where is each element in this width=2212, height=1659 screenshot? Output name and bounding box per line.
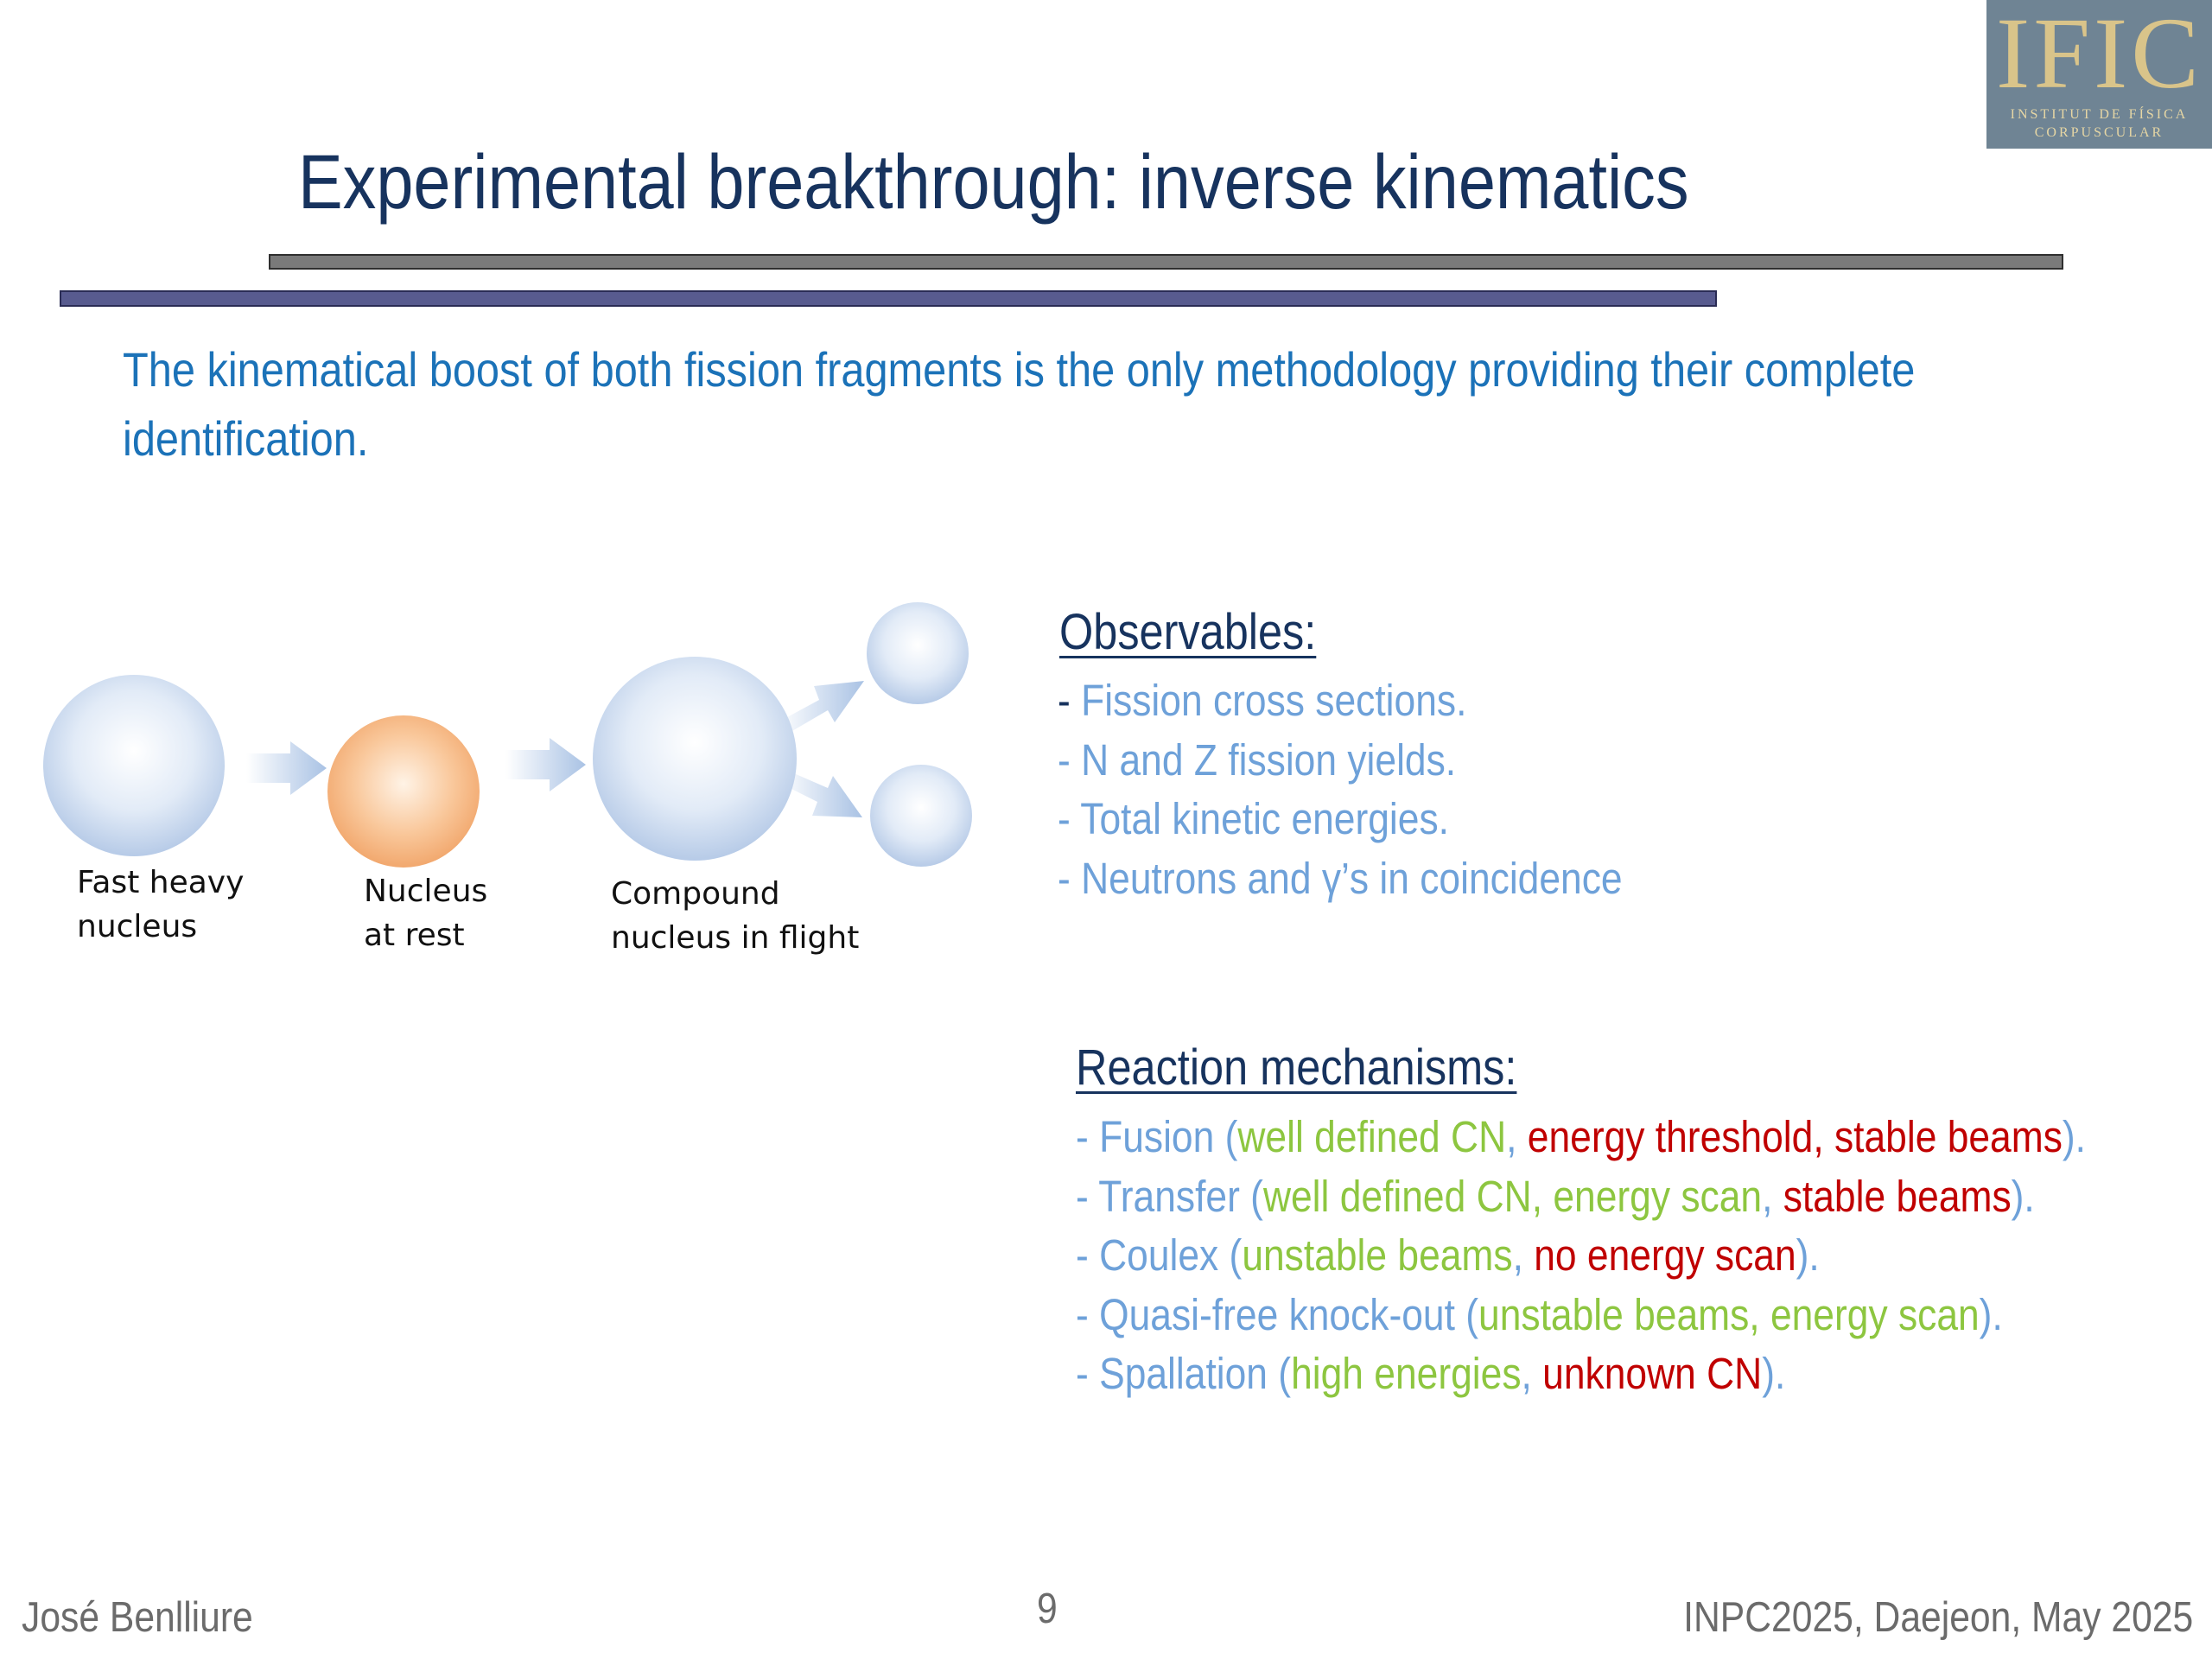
observables-heading: Observables: [1059, 604, 1317, 660]
observable-item: - Total kinetic energies. [1058, 790, 1623, 849]
mechanism-item: - Transfer (well defined CN, energy scan… [1076, 1167, 2086, 1227]
fission-fragment-upper [867, 602, 969, 704]
caption-line: nucleus in flight [611, 920, 860, 956]
mechanism-item-text: well defined CN, energy scan [1262, 1171, 1763, 1221]
caption-line: nucleus [77, 909, 198, 944]
mechanism-item-text: - Spallation ( [1076, 1349, 1292, 1398]
mechanism-item: - Coulex (unstable beams, no energy scan… [1076, 1226, 2086, 1286]
mechanism-item: - Quasi-free knock-out (unstable beams, … [1076, 1286, 2086, 1345]
observable-item: - Neutrons and γ’s in coincidence [1058, 849, 1623, 909]
fast-heavy-nucleus [43, 675, 225, 856]
footer-author: José Benlliure [22, 1594, 253, 1641]
mechanism-item-text: ). [1979, 1289, 2003, 1339]
caption-nucleus-at-rest: Nucleus at rest [364, 869, 487, 957]
mechanism-item-text: high energies [1291, 1349, 1522, 1398]
observables-list: - Fission cross sections.- N and Z fissi… [1058, 671, 1623, 908]
observable-item: - N and Z fission yields. [1058, 731, 1623, 791]
compound-nucleus [593, 657, 797, 861]
mechanism-item-text: ). [1762, 1349, 1786, 1398]
arrow-to-compound [505, 738, 586, 791]
observable-item-text: Fission cross sections. [1081, 676, 1467, 725]
logo-wordmark: IFIC [1996, 0, 2202, 110]
mechanism-item-text: , [1512, 1230, 1535, 1280]
mechanism-item: - Fusion (well defined CN, energy thresh… [1076, 1108, 2086, 1167]
mechanism-item-text: energy threshold, stable beams [1527, 1112, 2063, 1161]
mechanism-item-text: , [1506, 1112, 1528, 1161]
arrow-to-fragment-upper [778, 681, 864, 734]
observable-item: - Fission cross sections. [1058, 671, 1623, 731]
logo-subtitle-line2: CORPUSCULAR [2034, 125, 2164, 140]
mechanism-item-text: unknown CN [1542, 1349, 1763, 1398]
mechanism-item-text: - Quasi-free knock-out ( [1076, 1289, 1479, 1339]
mechanisms-heading: Reaction mechanisms: [1076, 1039, 1517, 1096]
observable-item-text: - Total kinetic energies. [1058, 794, 1449, 843]
nucleus-at-rest [327, 715, 480, 868]
observable-item-text: - N and Z fission yields. [1058, 734, 1457, 785]
arrow-to-fragment-lower [779, 771, 862, 817]
mechanism-item-text: ). [2011, 1171, 2035, 1221]
mechanism-item-text: - Coulex ( [1076, 1230, 1243, 1280]
inverse-kinematics-diagram [43, 602, 972, 868]
arrow-to-target [246, 741, 327, 795]
caption-line: Fast heavy [77, 865, 245, 900]
mechanism-item-text: , [1762, 1171, 1783, 1221]
mechanism-item-text: unstable beams, energy scan [1478, 1289, 1980, 1339]
caption-line: Nucleus [364, 874, 488, 909]
title-divider-grey [269, 254, 2063, 270]
mechanisms-list: - Fusion (well defined CN, energy thresh… [1076, 1108, 2086, 1404]
mechanism-item-text: no energy scan [1534, 1230, 1796, 1280]
slide-title: Experimental breakthrough: inverse kinem… [298, 138, 1689, 225]
caption-fast-heavy-nucleus: Fast heavy nucleus [77, 861, 244, 949]
ific-logo: IFIC INSTITUT DE FÍSICA CORPUSCULAR [1986, 0, 2212, 149]
mechanism-item-text: ). [2062, 1112, 2086, 1161]
title-divider-blue [60, 290, 1717, 307]
mechanism-item-text: stable beams [1783, 1171, 2012, 1221]
caption-line: at rest [364, 918, 465, 953]
mechanism-item-text: - Transfer ( [1076, 1171, 1263, 1221]
mechanism-item-text: , [1521, 1349, 1543, 1398]
logo-subtitle-line1: INSTITUT DE FÍSICA [2010, 107, 2189, 122]
footer-event: INPC2025, Daejeon, May 2025 [1682, 1594, 2193, 1641]
observable-item-text: - Neutrons and γ’s in coincidence [1058, 853, 1623, 903]
page-number: 9 [1037, 1586, 1058, 1632]
fission-fragment-lower [870, 765, 972, 867]
mechanism-item-text: ). [1796, 1230, 1820, 1280]
caption-compound-nucleus: Compound nucleus in flight [611, 872, 859, 960]
observable-item-text: - [1058, 676, 1082, 725]
intro-text: The kinematical boost of both fission fr… [123, 342, 1916, 466]
mechanism-item: - Spallation (high energies, unknown CN)… [1076, 1344, 2086, 1404]
mechanism-item-text: unstable beams [1242, 1230, 1513, 1280]
caption-line: Compound [611, 876, 780, 912]
mechanism-item-text: - Fusion ( [1076, 1112, 1238, 1161]
mechanism-item-text: well defined CN [1237, 1112, 1507, 1161]
